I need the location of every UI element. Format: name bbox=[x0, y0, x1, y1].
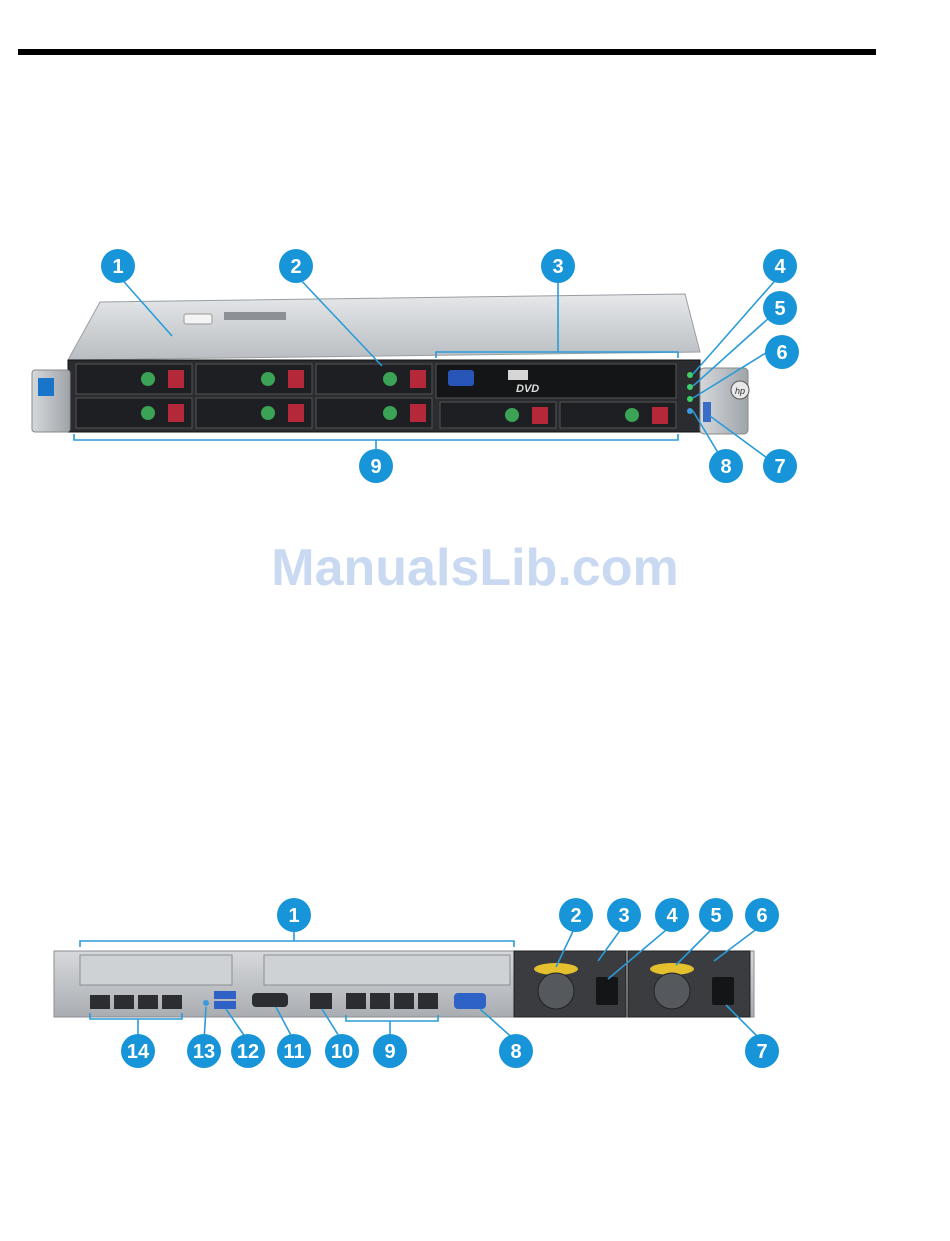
drive-release-button bbox=[410, 404, 426, 422]
svg-text:5: 5 bbox=[710, 905, 721, 927]
drive-bay bbox=[316, 364, 432, 394]
drive-release-button bbox=[168, 370, 184, 388]
svg-text:3: 3 bbox=[618, 905, 629, 927]
callout-1: 1 bbox=[277, 898, 311, 932]
psu-fan-icon bbox=[538, 973, 574, 1009]
usb-port-rear bbox=[214, 991, 236, 999]
svg-text:8: 8 bbox=[510, 1041, 521, 1063]
rear-view-illustration: 1 2 3 4 5 6 7 8 9 10 11 12 13 14 bbox=[0, 895, 950, 1075]
callout-12: 12 bbox=[231, 1034, 265, 1068]
callout-2: 2 bbox=[559, 898, 593, 932]
callout-7: 7 bbox=[745, 1034, 779, 1068]
drive-release-button bbox=[410, 370, 426, 388]
vga-port-rear bbox=[454, 993, 486, 1009]
callout-2: 2 bbox=[279, 249, 313, 283]
drive-bay bbox=[196, 398, 312, 428]
usb-port-front bbox=[508, 370, 528, 380]
drive-bay bbox=[560, 402, 676, 428]
svg-text:10: 10 bbox=[331, 1041, 353, 1063]
drive-status-icon bbox=[383, 406, 397, 420]
drive-status-icon bbox=[141, 372, 155, 386]
pcie-slot bbox=[264, 955, 510, 985]
callout-4: 4 bbox=[763, 249, 797, 283]
drive-status-icon bbox=[383, 372, 397, 386]
top-rule bbox=[18, 49, 876, 55]
callout-13: 13 bbox=[187, 1034, 221, 1068]
svg-text:7: 7 bbox=[756, 1041, 767, 1063]
drive-release-button bbox=[288, 370, 304, 388]
svg-text:3: 3 bbox=[552, 256, 563, 278]
drive-bay bbox=[196, 364, 312, 394]
hp-logo-text: hp bbox=[735, 386, 745, 396]
svg-text:9: 9 bbox=[370, 456, 381, 478]
callout-5: 5 bbox=[699, 898, 733, 932]
callout-1: 1 bbox=[101, 249, 135, 283]
callout-5: 5 bbox=[763, 291, 797, 325]
pcie-slot bbox=[80, 955, 232, 985]
front-view-illustration: hp bbox=[0, 240, 950, 490]
ilo-port bbox=[310, 993, 332, 1009]
top-cover-label bbox=[184, 314, 212, 324]
drive-bay bbox=[76, 364, 192, 394]
callout-7: 7 bbox=[763, 449, 797, 483]
callout-9: 9 bbox=[373, 1034, 407, 1068]
callout-4: 4 bbox=[655, 898, 689, 932]
callout-10: 10 bbox=[325, 1034, 359, 1068]
power-inlet bbox=[596, 977, 618, 1005]
usb-port-rear bbox=[214, 1001, 236, 1009]
drive-status-icon bbox=[141, 406, 155, 420]
dvd-logo: DVD bbox=[516, 383, 539, 395]
svg-text:1: 1 bbox=[112, 256, 123, 278]
svg-text:4: 4 bbox=[666, 905, 678, 927]
vga-port-front bbox=[448, 370, 474, 386]
svg-text:1: 1 bbox=[288, 905, 299, 927]
psu-fan-icon bbox=[654, 973, 690, 1009]
svg-text:11: 11 bbox=[283, 1041, 304, 1063]
svg-text:6: 6 bbox=[756, 905, 767, 927]
svg-text:2: 2 bbox=[290, 256, 301, 278]
callout-6: 6 bbox=[745, 898, 779, 932]
uid-led-rear bbox=[203, 1000, 209, 1006]
svg-text:5: 5 bbox=[774, 298, 785, 320]
svg-text:14: 14 bbox=[127, 1041, 150, 1063]
drive-bay bbox=[440, 402, 556, 428]
callout-8: 8 bbox=[709, 449, 743, 483]
top-cover-vent bbox=[224, 312, 286, 320]
watermark: ManualsLib.com bbox=[0, 538, 950, 598]
callout-14: 14 bbox=[121, 1034, 155, 1068]
front-view-figure: hp bbox=[0, 240, 950, 490]
svg-text:12: 12 bbox=[237, 1041, 259, 1063]
drive-release-button bbox=[288, 404, 304, 422]
callout-8: 8 bbox=[499, 1034, 533, 1068]
callout-6: 6 bbox=[765, 335, 799, 369]
callout-9: 9 bbox=[359, 449, 393, 483]
drive-bay bbox=[76, 398, 192, 428]
intel-badge bbox=[38, 378, 54, 396]
callout-3: 3 bbox=[541, 249, 575, 283]
drive-status-icon bbox=[261, 406, 275, 420]
right-rack-ear bbox=[700, 368, 748, 434]
drive-status-icon bbox=[261, 372, 275, 386]
callout-3: 3 bbox=[607, 898, 641, 932]
svg-text:8: 8 bbox=[720, 456, 731, 478]
callout-11: 11 bbox=[277, 1034, 311, 1068]
svg-text:4: 4 bbox=[774, 256, 786, 278]
svg-text:2: 2 bbox=[570, 905, 581, 927]
svg-text:9: 9 bbox=[384, 1041, 395, 1063]
svg-text:13: 13 bbox=[193, 1041, 215, 1063]
svg-text:6: 6 bbox=[776, 342, 787, 364]
power-inlet bbox=[712, 977, 734, 1005]
drive-release-button bbox=[168, 404, 184, 422]
svg-text:7: 7 bbox=[774, 456, 785, 478]
rear-view-figure: 1 2 3 4 5 6 7 8 9 10 11 12 13 14 bbox=[0, 895, 950, 1075]
serial-port bbox=[252, 993, 288, 1007]
drive-bay bbox=[316, 398, 432, 428]
chassis-top-cover bbox=[68, 294, 700, 360]
